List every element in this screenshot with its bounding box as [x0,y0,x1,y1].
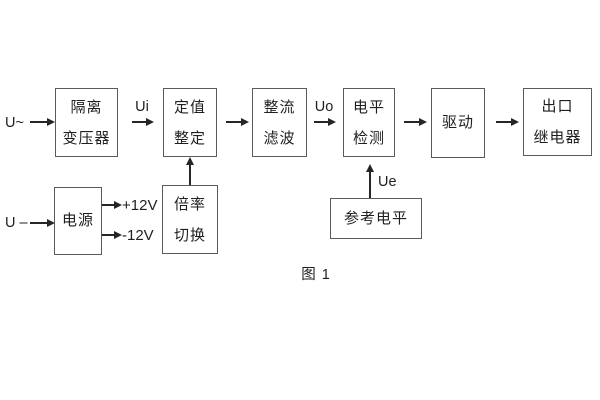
block-multiplier-switch-line2: 切换 [173,226,206,244]
rail-positive-12v-label: +12V [122,197,158,214]
arrow-right-icon-dc-input [30,222,53,224]
arrow-right-icon-uo-signal [314,121,334,123]
rail-negative-12v-label: -12V [122,227,154,244]
block-reference-level: 参考电平 [330,198,422,239]
block-multiplier-switch-line1: 倍率 [173,195,206,213]
block-drive: 驱动 [431,88,485,158]
block-drive-label: 驱动 [441,114,474,131]
arrow-up-icon-reference-to-detection [369,166,371,198]
block-isolation-transformer: 隔离 变压器 [55,88,118,157]
block-rectifier-filter: 整流 滤波 [252,88,307,157]
arrow-right-icon-setting-to-rectifier [226,121,247,123]
block-output-relay-line2: 继电器 [533,129,582,146]
block-setting-adjustment-line1: 定值 [173,98,206,116]
block-output-relay-line1: 出口 [541,98,574,115]
block-rectifier-filter-line2: 滤波 [263,129,296,147]
block-isolation-transformer-line2: 变压器 [62,129,111,147]
block-reference-level-label: 参考电平 [343,209,408,227]
figure-caption: 图 1 [301,267,331,283]
block-rectifier-filter-line1: 整流 [263,98,296,116]
ac-input-label: U~ [5,115,24,131]
block-multiplier-switch: 倍率 切换 [162,185,218,254]
arrow-right-icon-ac-input [30,121,53,123]
arrow-right-icon-positive-rail [102,204,120,206]
arrow-right-icon-detection-to-drive [404,121,425,123]
dc-input-label: U – [5,215,28,231]
arrow-right-icon-drive-to-relay [496,121,517,123]
signal-ui-label: Ui [135,99,149,115]
signal-ue-label: Ue [378,174,397,190]
block-level-detection-line1: 电平 [352,98,385,116]
arrow-right-icon-ui-signal [132,121,152,123]
arrow-right-icon-negative-rail [102,234,120,236]
block-output-relay: 出口 继电器 [523,88,592,156]
block-level-detection-line2: 检测 [352,129,385,147]
block-setting-adjustment: 定值 整定 [163,88,217,157]
block-setting-adjustment-line2: 整定 [173,129,206,147]
block-power-supply-label: 电源 [61,212,94,229]
block-isolation-transformer-line1: 隔离 [70,98,103,116]
block-power-supply: 电源 [54,187,102,255]
arrow-up-icon-multiplier-to-setting [189,159,191,185]
block-level-detection: 电平 检测 [343,88,395,157]
signal-uo-label: Uo [314,99,334,115]
